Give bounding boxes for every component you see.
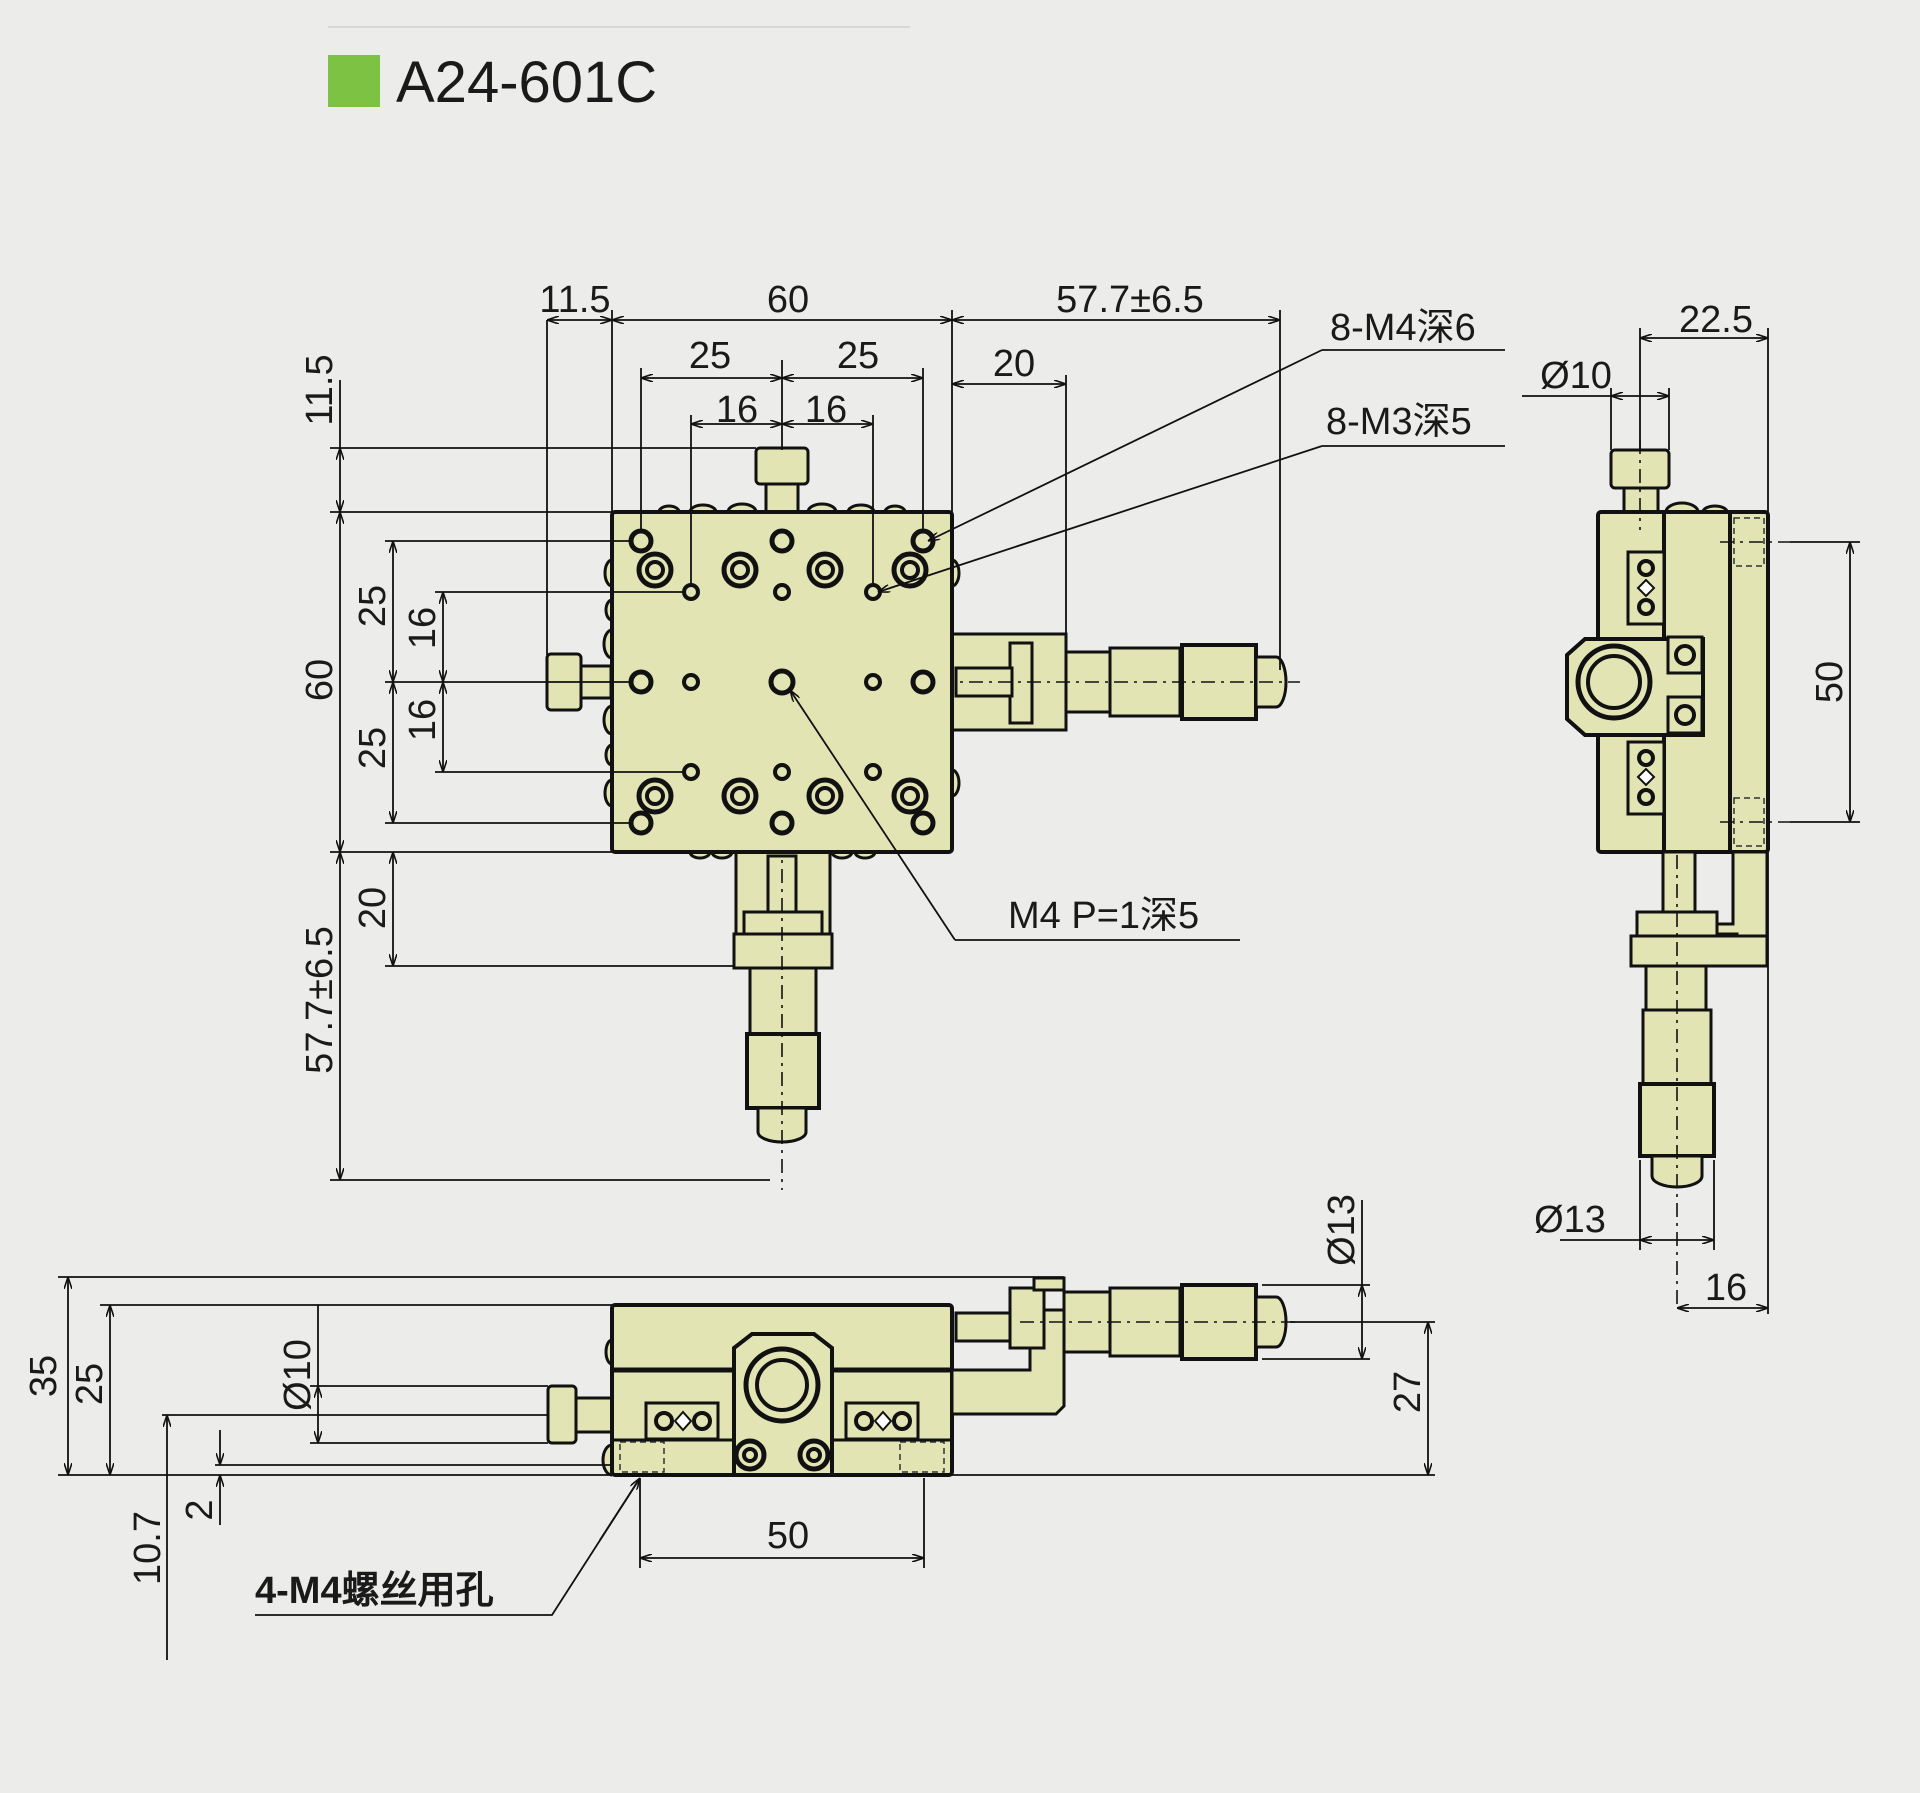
dim-front-knob-diameter: Ø10 xyxy=(277,1339,319,1411)
dim-front-knob-height: 10.7 xyxy=(127,1511,169,1585)
dim-side-offset: 22.5 xyxy=(1679,299,1753,341)
callout-center-hole: M4 P=1深5 xyxy=(1008,895,1199,937)
dim-top-left-offset: 11.5 xyxy=(539,279,610,321)
dim-front-total-height: 35 xyxy=(23,1355,65,1397)
side-view: 22.5 Ø10 50 Ø13 16 xyxy=(1522,299,1860,1314)
dim-front-base-gap: 2 xyxy=(179,1499,221,1520)
dim-left-small-bottom: 16 xyxy=(402,699,444,741)
dim-left-pitch-bottom: 25 xyxy=(352,727,394,769)
front-view: 35 25 Ø10 10.7 2 50 Ø13 27 4-M4螺丝用孔 xyxy=(23,1194,1435,1660)
callout-base-mount-holes: 4-M4螺丝用孔 xyxy=(255,1570,494,1612)
dim-top-body-to-micrometer: 20 xyxy=(993,343,1035,385)
top-view: 11.5 60 57.7±6.5 25 25 16 16 20 11.5 60 … xyxy=(299,279,1505,1190)
dim-top-small-right: 16 xyxy=(805,389,847,431)
counterbore-screws xyxy=(636,551,929,815)
dim-front-micrometer-height: 27 xyxy=(1387,1371,1429,1413)
dim-left-micrometer-reach: 57.7±6.5 xyxy=(299,926,341,1074)
dim-top-pitch-right: 25 xyxy=(837,335,879,377)
dim-left-pitch-top: 25 xyxy=(352,585,394,627)
callout-m4-holes: 8-M4深6 xyxy=(1330,307,1476,349)
dim-top-width: 60 xyxy=(767,279,809,321)
dim-front-micrometer-diameter: Ø13 xyxy=(1321,1194,1363,1266)
dim-side-micrometer-offset: 16 xyxy=(1705,1267,1747,1309)
dim-left-body-to-micrometer: 20 xyxy=(352,887,394,929)
dim-side-micrometer-diameter: Ø13 xyxy=(1534,1199,1606,1241)
dim-left-height: 60 xyxy=(299,659,341,701)
dim-side-hole-pitch: 50 xyxy=(1809,661,1851,703)
dim-top-micrometer-reach: 57.7±6.5 xyxy=(1056,279,1204,321)
dim-left-small-top: 16 xyxy=(402,607,444,649)
model-title: A24-601C xyxy=(396,50,657,115)
dim-front-hole-pitch: 50 xyxy=(767,1515,809,1557)
dim-front-body-height: 25 xyxy=(69,1363,111,1405)
dim-left-top-offset: 11.5 xyxy=(299,354,341,425)
center-hole xyxy=(768,668,796,696)
dim-top-small-left: 16 xyxy=(716,389,758,431)
dim-top-pitch-left: 25 xyxy=(689,335,731,377)
callout-m3-holes: 8-M3深5 xyxy=(1326,401,1472,443)
dim-side-knob-diameter: Ø10 xyxy=(1540,355,1612,397)
m3-hole-pattern xyxy=(682,583,882,781)
model-marker-icon xyxy=(328,55,380,107)
